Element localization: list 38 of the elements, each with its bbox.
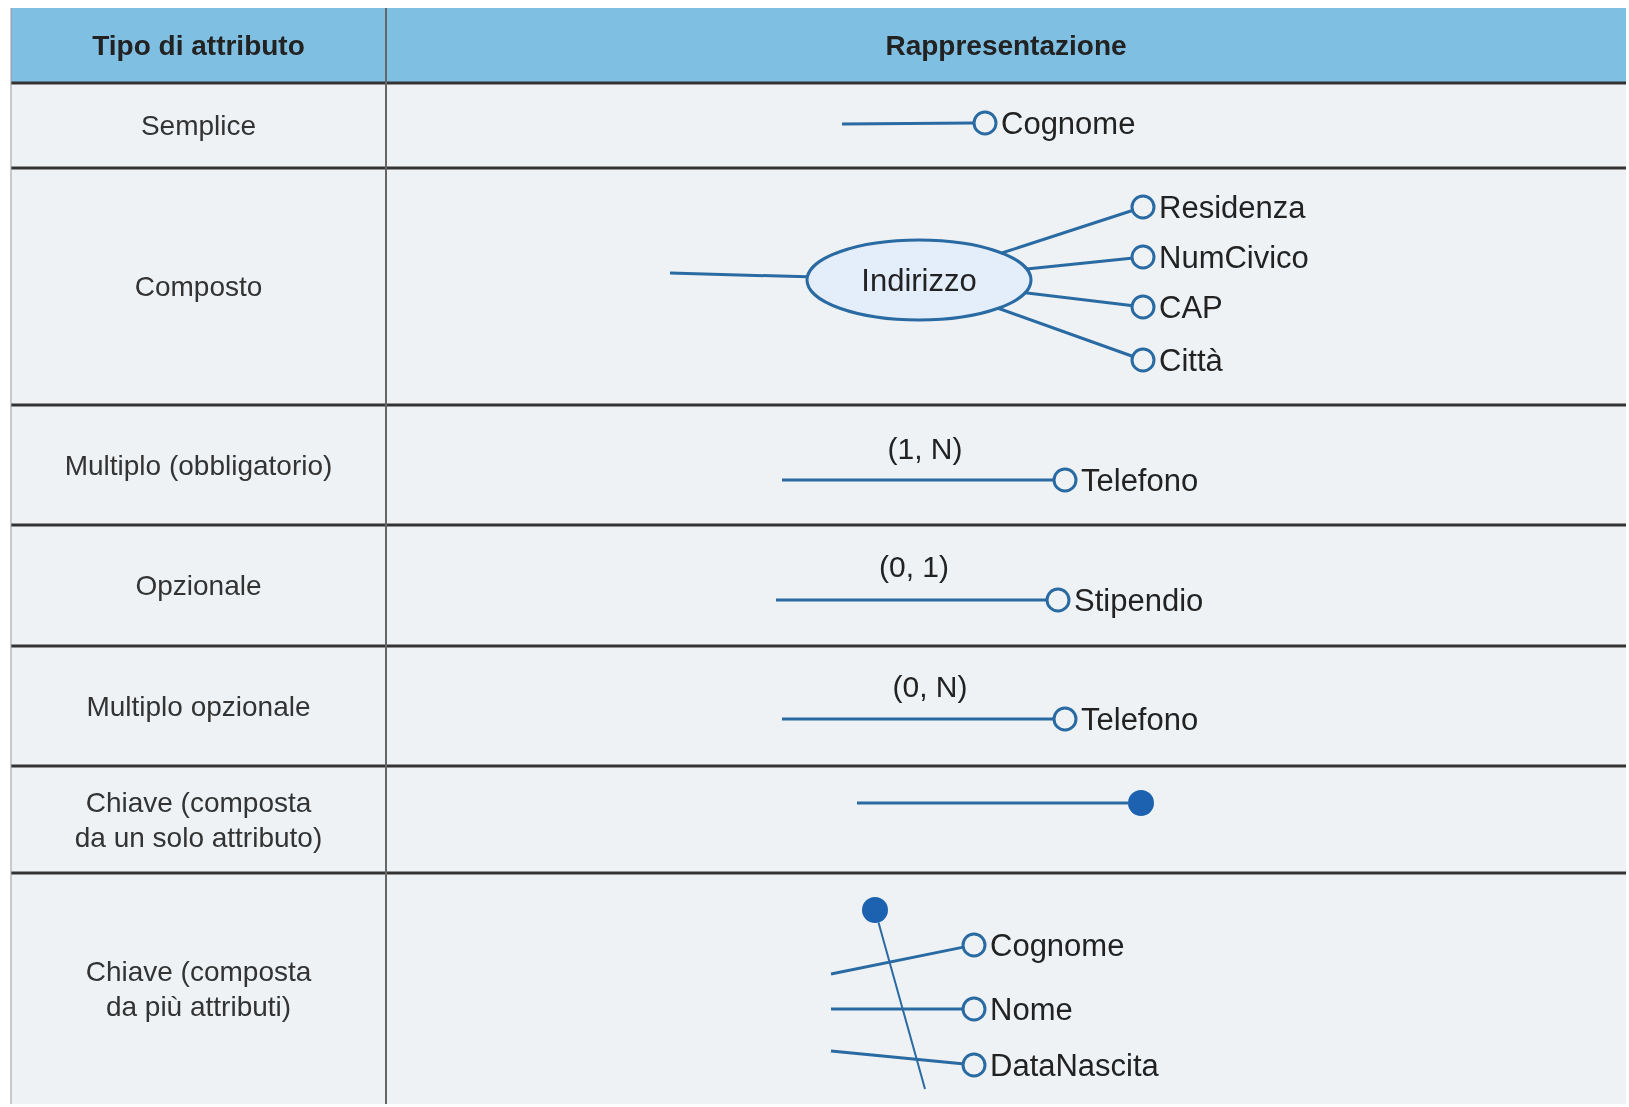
- attribute-name: Stipendio: [1074, 584, 1204, 616]
- column-header: Tipo di attributo: [92, 29, 305, 63]
- attribute-name: Residenza: [1159, 191, 1306, 223]
- connector-line: [1026, 256, 1132, 271]
- connector-line: [782, 717, 1053, 721]
- attribute-name: DataNascita: [990, 1049, 1159, 1081]
- connector-line: [830, 945, 963, 976]
- attribute-type: Composto: [134, 270, 263, 304]
- attribute-name: Telefono: [1081, 703, 1199, 735]
- connector-line: [831, 1007, 962, 1011]
- connector-line: [857, 801, 1128, 805]
- connector-line: [776, 598, 1046, 602]
- connector-line: [669, 271, 808, 279]
- cardinality-label: (0, N): [892, 672, 968, 702]
- connector-line: [877, 921, 926, 1090]
- connector-line: [842, 121, 973, 126]
- connector-line: [997, 306, 1133, 358]
- attribute-type: Multiplo opzionale: [86, 689, 311, 724]
- attribute-name: NumCivico: [1159, 241, 1309, 273]
- attribute-type: Multiplo (obbligatorio): [64, 448, 333, 483]
- attribute-type: Semplice: [140, 109, 257, 143]
- connector-line: [1024, 291, 1132, 308]
- column-header: Rappresentazione: [885, 29, 1127, 63]
- connector-line: [782, 478, 1053, 482]
- connector-line: [830, 1049, 963, 1066]
- attribute-type: Opzionale: [135, 569, 262, 603]
- attribute-type: Chiave (composta da un solo attributo): [73, 785, 324, 855]
- cardinality-label: (0, 1): [879, 552, 949, 582]
- attribute-name: Cognome: [1001, 107, 1136, 139]
- attribute-name: Città: [1159, 344, 1223, 376]
- connector-line: [1001, 209, 1133, 255]
- attribute-name: Indirizzo: [861, 264, 977, 296]
- attribute-name: Nome: [990, 993, 1073, 1025]
- cardinality-label: (1, N): [887, 434, 963, 464]
- attribute-type: Chiave (composta da più attributi): [84, 954, 313, 1024]
- attribute-name: Telefono: [1081, 464, 1199, 496]
- attribute-name: Cognome: [990, 929, 1125, 961]
- attribute-name: CAP: [1159, 291, 1223, 323]
